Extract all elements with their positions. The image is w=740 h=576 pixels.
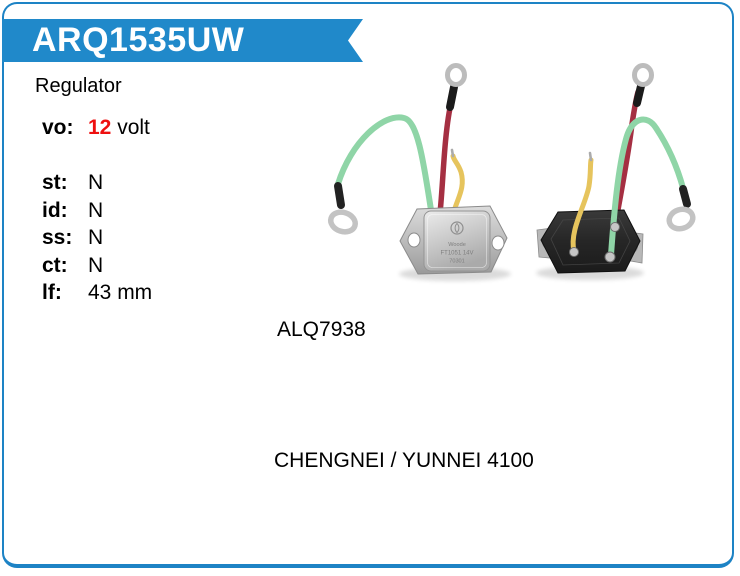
regulator-front-view: Woode FT1051 14V 70301 [328, 63, 511, 281]
terminal-stud [569, 247, 579, 257]
oem-reference: ALQ7938 [277, 318, 366, 341]
engraving-brand: Woode [448, 242, 466, 248]
regulator-face [423, 210, 491, 272]
voltage-value: 12 [88, 116, 112, 139]
red-wire-sleeve [633, 82, 645, 107]
red-wire-ring-terminal [445, 63, 467, 87]
spec-list: st: N id: N ss: N ct: N lf: 43 mm [42, 169, 152, 307]
yellow-wire [570, 157, 594, 254]
spec-label: ss: [42, 226, 73, 249]
spec-row-voltage: vo: 12 volt [42, 116, 150, 140]
product-type-label: Regulator [35, 75, 122, 97]
voltage-label: vo: [42, 116, 74, 139]
spec-value: N [88, 226, 104, 249]
terminal-stud [610, 222, 620, 232]
face-bevel [427, 214, 487, 268]
spec-label: ct: [42, 253, 68, 277]
spec-row-lf: lf: 43 mm [42, 279, 152, 307]
product-photo: Woode FT1051 14V 70301 [328, 63, 696, 281]
yellow-wire-tip [450, 148, 455, 158]
green-wire-sleeve [679, 185, 691, 208]
spec-label: id: [42, 198, 68, 222]
spec-value: N [88, 171, 104, 194]
green-wire [335, 114, 434, 213]
red-wire [612, 89, 641, 229]
green-wire-ring-terminal [666, 206, 696, 232]
mounting-hole-left [407, 232, 421, 248]
red-wire [437, 105, 453, 216]
regulator-back-view [536, 63, 696, 280]
part-number-banner: ARQ1535UW [2, 19, 363, 62]
spec-value: N [88, 253, 104, 277]
green-wire-sleeve [334, 182, 345, 209]
terminal-stud [604, 251, 616, 263]
spec-row-ct: ct: N [42, 252, 152, 280]
green-wire [608, 116, 686, 258]
spec-label: st: [42, 171, 68, 194]
green-wire-ring-terminal [328, 209, 358, 235]
red-wire-ring-terminal [632, 63, 654, 87]
brand-logo-icon [454, 222, 460, 234]
spec-value: 43 mm [88, 281, 153, 304]
spec-row-id: id: N [42, 197, 152, 225]
spec-value: N [88, 198, 104, 222]
engraving-code: 70301 [449, 259, 465, 265]
red-wire-sleeve [446, 83, 458, 111]
voltage-unit: volt [117, 116, 150, 139]
mounting-hole-right [491, 235, 505, 251]
yellow-wire-tip [588, 151, 593, 162]
part-number: ARQ1535UW [32, 21, 245, 59]
back-plate [540, 209, 641, 274]
back-plate-bevel [550, 217, 631, 266]
engraving-model: FT1051 14V [440, 251, 473, 257]
application-reference: CHENGNEI / YUNNEI 4100 [274, 449, 534, 472]
yellow-wire [450, 153, 465, 211]
spec-label: lf: [42, 281, 62, 304]
brand-logo-icon [450, 221, 464, 235]
spec-row-st: st: N [42, 169, 152, 197]
spec-row-ss: ss: N [42, 224, 152, 252]
